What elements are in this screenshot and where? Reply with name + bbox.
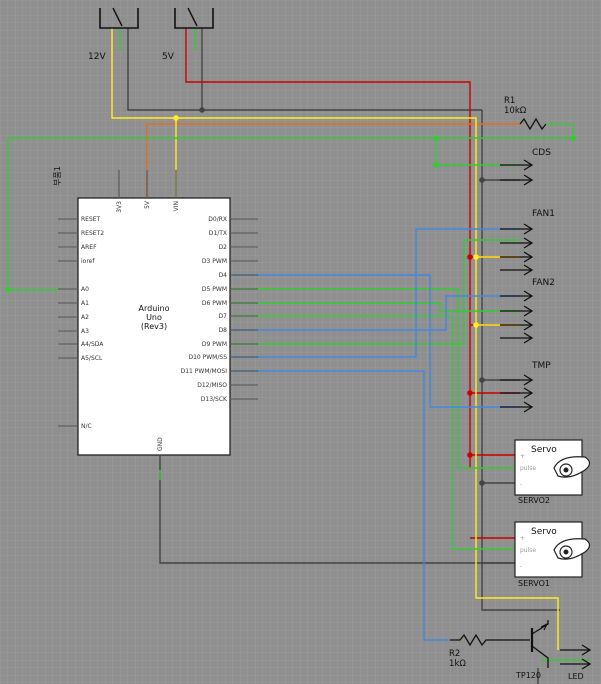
arduino-top-pins: 3V3 5V VIN (116, 170, 180, 213)
connector-tmp[interactable]: TMP (500, 361, 551, 413)
supply-12v-label: 12V (88, 52, 106, 62)
pin-label-n-c: N/C (81, 423, 92, 430)
pin-label-d13-sck: D13/SCK (201, 396, 228, 403)
pin-label-a2: A2 (81, 314, 89, 321)
servo1-pin-minus: - (520, 563, 522, 570)
servo1-title: Servo (531, 527, 557, 537)
pin-label-aref: AREF (81, 244, 97, 251)
pin-label-d1-tx: D1/TX (209, 230, 227, 237)
pin-label-d4: D4 (219, 272, 228, 279)
servo2-pin-pulse: pulse (520, 465, 536, 472)
junction-dots (5, 107, 576, 486)
resistor-r1[interactable]: R1 10kΩ (504, 96, 573, 131)
supply-5v-label: 5V (162, 52, 175, 62)
fan1-label: FAN1 (532, 209, 555, 219)
pin-label-d12-miso: D12/MISO (197, 382, 227, 389)
servo2-title: Servo (531, 445, 557, 455)
servo1-label: SERVO1 (518, 579, 550, 588)
pin-gnd-label: GND (157, 437, 164, 451)
pin-label-a5-scl: A5/SCL (81, 355, 103, 362)
led-label: LED (568, 672, 584, 681)
arduino-title-2: Uno (146, 313, 162, 322)
tmp-label: TMP (531, 361, 551, 371)
pin-label-d6-pwm: D6 PWM (202, 300, 227, 307)
servo1-pin-plus: + (520, 535, 525, 542)
pin-label-a1: A1 (81, 300, 89, 307)
pin-label-d5-pwm: D5 PWM (202, 286, 227, 293)
pin-label-ioref: ioref (81, 258, 95, 265)
r2-value-label: 1kΩ (449, 659, 466, 669)
transistor-label: TP120 (515, 671, 541, 680)
pin-label-d10-pwm-ss: D10 PWM/SS (188, 354, 227, 361)
servo2-pin-plus: + (520, 453, 525, 460)
cds-label: CDS (532, 148, 551, 158)
servo1[interactable]: Servo + pulse - SERVO1 (514, 521, 591, 588)
pin-label-d7: D7 (219, 313, 228, 320)
pin-label-d9-pwm: D9 PWM (202, 341, 227, 348)
pin-label-reset2: RESET2 (81, 230, 104, 237)
connector-fan1[interactable]: FAN1 (500, 209, 555, 276)
pin-label-top-3v3: 3V3 (116, 201, 123, 213)
fan2-label: FAN2 (532, 278, 555, 288)
servo2-label: SERVO2 (518, 496, 550, 505)
resistor-r2[interactable]: R2 1kΩ (449, 633, 530, 669)
servo2-horn-icon (553, 456, 591, 478)
pin-label-d3-pwm: D3 PWM (202, 258, 227, 265)
transistor-tp120[interactable]: TP120 (515, 620, 549, 680)
pin-label-d8: D8 (219, 327, 228, 334)
arduino-title-1: Arduino (139, 304, 170, 313)
connector-cds[interactable]: CDS (500, 148, 551, 186)
pin-label-a3: A3 (81, 328, 89, 335)
servo2[interactable]: Servo + pulse - SERVO2 (514, 439, 591, 505)
servo2-pin-minus: - (520, 481, 522, 488)
r2-name-label: R2 (449, 649, 460, 659)
pin-label-d0-rx: D0/RX (208, 216, 227, 223)
pin-label-reset: RESET (81, 216, 101, 223)
pin-label-top-vin: VIN (173, 201, 180, 211)
pin-label-top-5v: 5V (144, 200, 151, 209)
supply-12v[interactable]: 12V (88, 7, 139, 62)
pin-label-d11-pwm-mosi: D11 PWM/MOSI (181, 368, 228, 375)
pin-label-d2: D2 (219, 244, 228, 251)
pin-label-a0: A0 (81, 286, 89, 293)
led-connector[interactable]: LED (560, 644, 592, 681)
servo1-horn-icon (553, 538, 591, 560)
component-label: 부품1 (53, 166, 62, 186)
connector-fan2[interactable]: FAN2 (500, 278, 555, 344)
servo1-pin-pulse: pulse (520, 547, 536, 554)
r1-value-label: 10kΩ (504, 106, 527, 116)
supply-5v[interactable]: 5V (162, 7, 214, 62)
pin-label-a4-sda: A4/SDA (81, 341, 104, 348)
arduino-title-3: (Rev3) (141, 322, 167, 331)
r1-name-label: R1 (504, 96, 515, 106)
